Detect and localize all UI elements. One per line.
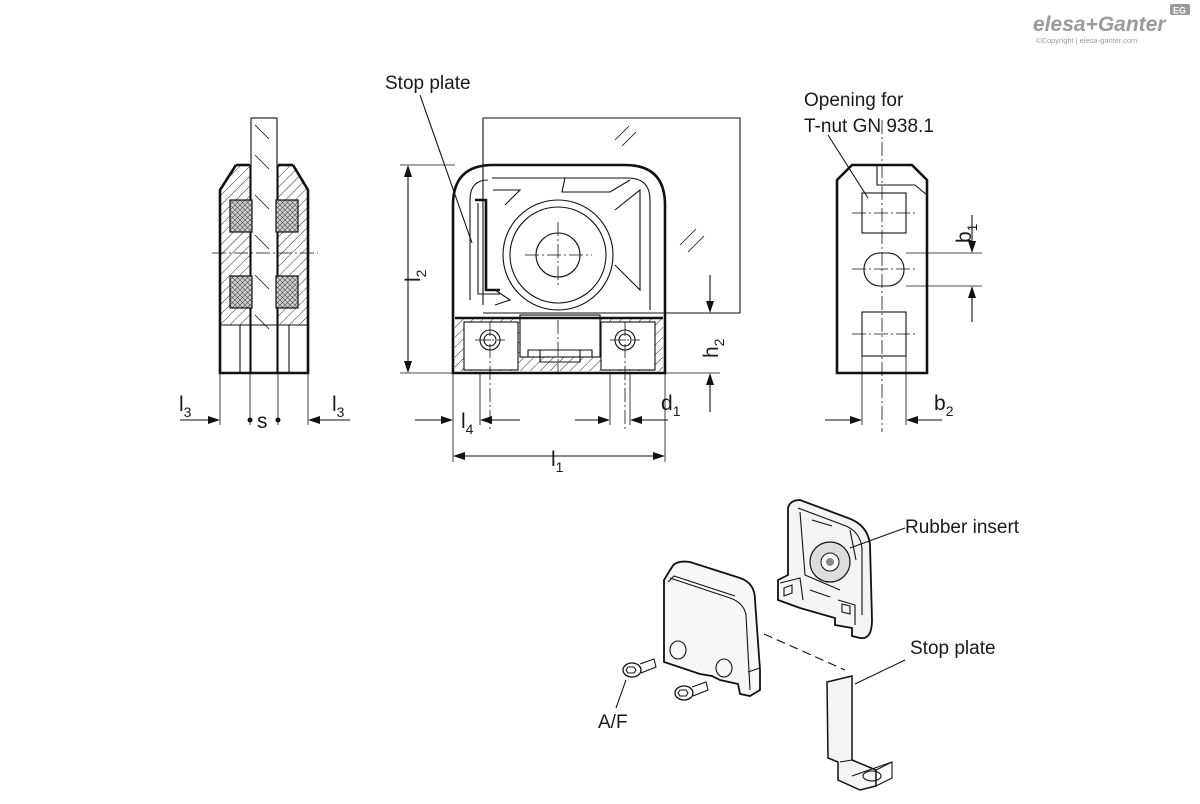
dim-l1: l1	[551, 448, 564, 475]
label-af: A/F	[598, 712, 628, 733]
dim-l4: l4	[461, 410, 474, 437]
t-nut-slot	[863, 252, 905, 287]
center-disc-outer	[502, 199, 614, 311]
stop-plate-front	[475, 198, 500, 292]
label-stop-plate-bottom: Stop plate	[910, 638, 996, 659]
dim-s: s	[257, 410, 268, 433]
logo-badge-background	[1170, 4, 1190, 15]
stop-plate-leader	[419, 94, 473, 244]
rubber-insert-lower-right	[275, 275, 299, 309]
copyright-text: ©Copyright | elesa-ganter.com	[1036, 36, 1137, 45]
assembly-axis	[763, 633, 846, 671]
housing-isometric	[777, 499, 906, 640]
rubber-insert-leader	[849, 527, 906, 549]
cover-isometric	[663, 560, 761, 697]
stop-plate-leader-bottom	[854, 659, 906, 685]
dim-b2: b2	[934, 392, 954, 419]
label-opening-line2: T-nut GN 938.1	[804, 116, 934, 137]
logo-badge: EG	[1173, 6, 1186, 16]
front-view	[400, 94, 741, 462]
stop-plate-isometric	[826, 659, 906, 791]
dim-l2: l2	[402, 269, 429, 282]
screw-upper	[622, 658, 657, 678]
rear-view	[825, 120, 982, 432]
cover-hole-right	[715, 658, 733, 678]
rubber-insert-upper-left	[229, 199, 253, 233]
rubber-insert-upper-right	[275, 199, 299, 233]
af-leader	[615, 679, 627, 709]
screw-lower	[674, 681, 709, 701]
rubber-insert-lower-left	[229, 275, 253, 309]
dim-b1: b1	[953, 223, 980, 243]
brand-logo: elesa+Ganter EG ©Copyright | elesa-gante…	[1033, 4, 1190, 45]
label-stop-plate-top: Stop plate	[385, 73, 471, 94]
label-opening-line1: Opening for	[804, 90, 904, 111]
logo-text: elesa+Ganter	[1033, 13, 1167, 36]
cover-hole-left	[669, 640, 687, 660]
label-rubber-insert: Rubber insert	[905, 517, 1020, 538]
dim-l3-left: l3	[179, 393, 192, 420]
rear-body-outline	[835, 163, 929, 375]
front-body-outline	[451, 163, 667, 375]
glass-panel-front	[482, 117, 741, 314]
side-body-outline	[218, 164, 310, 375]
dim-d1: d1	[661, 392, 681, 419]
side-section-view	[180, 117, 350, 425]
exploded-view	[615, 499, 906, 791]
dim-l3-right: l3	[332, 393, 345, 420]
dim-h2: h2	[700, 338, 727, 358]
glass-panel-section	[250, 117, 278, 374]
